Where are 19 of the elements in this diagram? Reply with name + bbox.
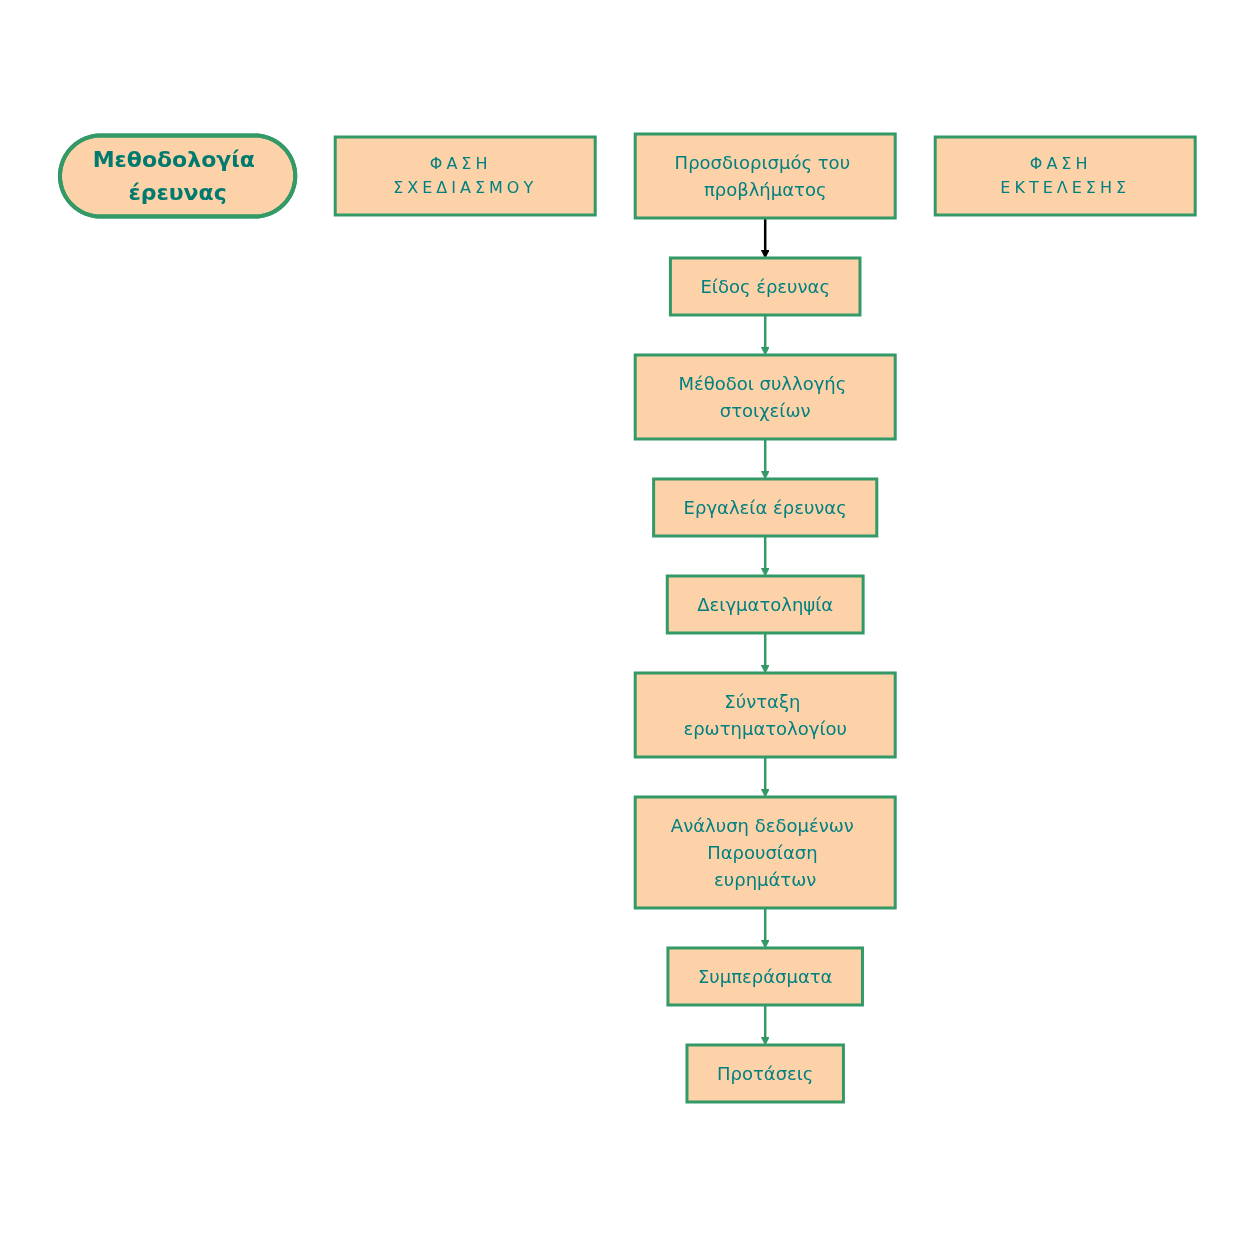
- arrow: [760, 314, 770, 355]
- node-box: Συμπεράσματα: [666, 946, 864, 1006]
- node-box: Προσδιορισμός του προβλήματος: [633, 132, 897, 219]
- node-box: Ανάλυση δεδομένων Παρουσίαση ευρημάτων: [633, 795, 897, 909]
- node-box: Μέθοδοι συλλογής στοιχείων: [633, 353, 897, 440]
- arrow: [760, 535, 770, 576]
- arrow: [760, 438, 770, 479]
- arrow: [760, 756, 770, 797]
- arrow: [760, 907, 770, 948]
- arrow: [760, 632, 770, 673]
- node-box: Προτάσεις: [685, 1043, 845, 1103]
- node-box: Δειγματοληψία: [665, 574, 865, 634]
- arrow: [760, 1004, 770, 1045]
- arrow: [760, 217, 770, 258]
- node-box: ΦΑΣΗ ΕΚΤΕΛΕΣΗΣ: [933, 135, 1197, 216]
- node-box: Σύνταξη ερωτηματολογίου: [633, 671, 897, 758]
- node-box: ΦΑΣΗ ΣΧΕΔΙΑΣΜΟΥ: [333, 135, 597, 216]
- node-box: Είδος έρευνας: [668, 256, 862, 316]
- node-box: Εργαλεία έρευνας: [652, 477, 879, 537]
